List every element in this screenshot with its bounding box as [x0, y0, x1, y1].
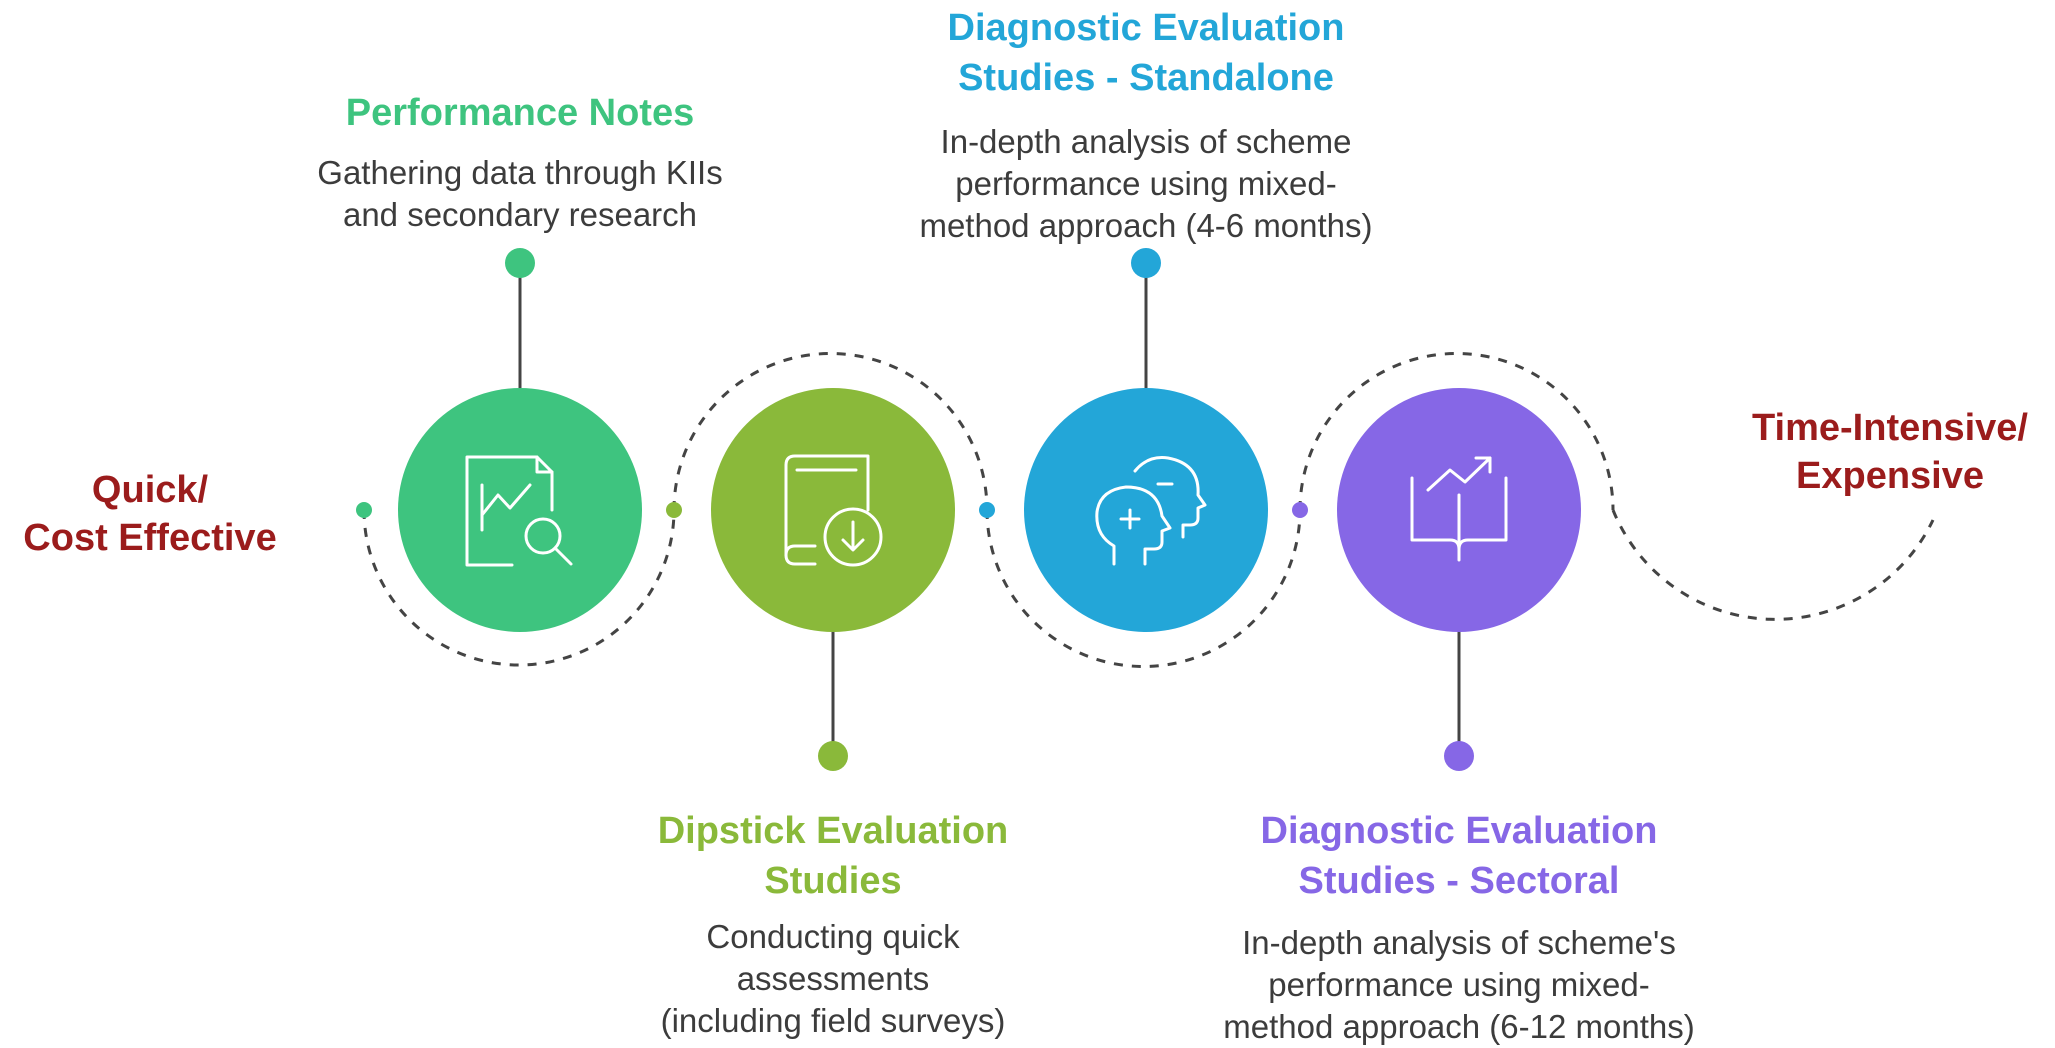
- step-circle-performance-notes: [398, 388, 642, 632]
- stem-dot-green: [505, 248, 535, 278]
- step-description-standalone: In-depth analysis of scheme performance …: [919, 123, 1373, 244]
- step-circle-standalone: [1024, 388, 1268, 632]
- two-heads-plus-minus-icon: [1095, 456, 1207, 566]
- stem-dot-purple: [1444, 741, 1474, 771]
- step-description-sectoral: In-depth analysis of scheme's performanc…: [1223, 924, 1695, 1045]
- path-dot-blue: [979, 502, 995, 518]
- step-description-dipstick: Conducting quick assessments (including …: [660, 918, 1006, 1039]
- step-description-performance-notes: Gathering data through KIIs and secondar…: [317, 154, 723, 233]
- path-dot-lime: [666, 502, 682, 518]
- dashed-path: [362, 352, 1935, 668]
- endpoint-label-quick: Quick/ Cost Effective: [23, 469, 277, 559]
- endpoint-label-expensive: Time-Intensive/ Expensive: [1752, 407, 2028, 497]
- book-download-icon: [784, 454, 883, 567]
- step-circle-dipstick: [711, 388, 955, 632]
- path-dot-purple: [1292, 502, 1308, 518]
- step-title-sectoral: Diagnostic Evaluation Studies - Sectoral: [1260, 810, 1658, 902]
- path-dot-green: [356, 502, 372, 518]
- step-title-standalone: Diagnostic Evaluation Studies - Standalo…: [947, 7, 1345, 99]
- open-book-growth-arrow-icon: [1410, 456, 1508, 562]
- step-title-performance-notes: Performance Notes: [345, 92, 695, 134]
- stem-dot-lime: [818, 741, 848, 771]
- chart-document-search-icon: [465, 455, 573, 567]
- step-title-dipstick: Dipstick Evaluation Studies: [657, 810, 1009, 902]
- stems: [518, 263, 1461, 752]
- stem-dot-blue: [1131, 248, 1161, 278]
